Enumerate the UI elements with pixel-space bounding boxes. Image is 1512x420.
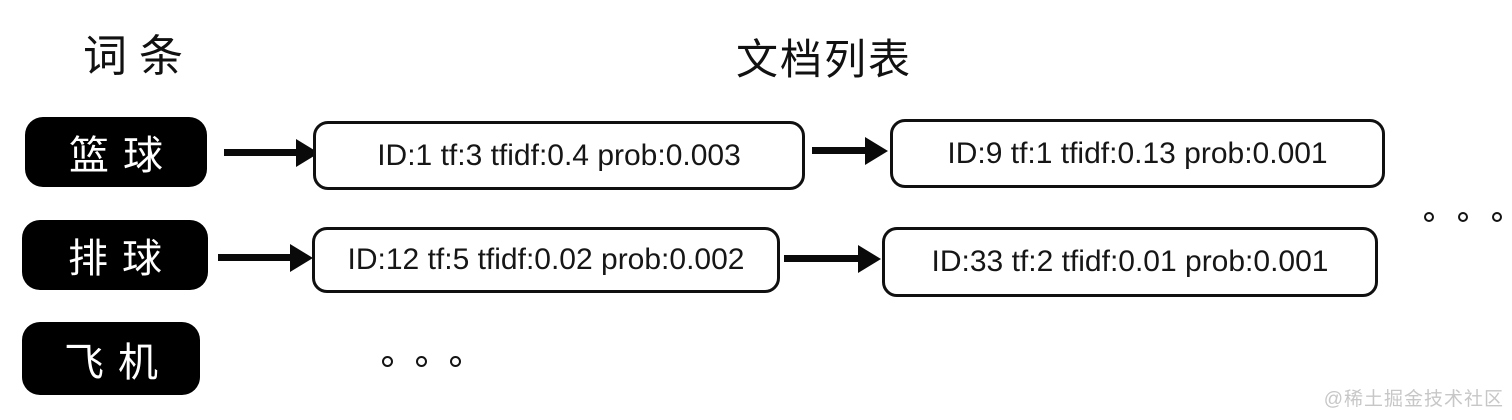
posting-node-row1-2: ID:9 tf:1 tfidf:0.13 prob:0.001: [890, 119, 1385, 188]
ellipsis-dot: [382, 356, 393, 367]
ellipsis-dot: [1492, 212, 1502, 222]
posting-node-row2-1: ID:12 tf:5 tfidf:0.02 prob:0.002: [312, 227, 780, 293]
doc-list-column-header: 文档列表: [736, 38, 913, 84]
posting-label: ID:9 tf:1 tfidf:0.13 prob:0.001: [947, 136, 1328, 170]
ellipsis-dot: [450, 356, 461, 367]
posting-label: ID:1 tf:3 tfidf:0.4 prob:0.003: [377, 138, 741, 172]
term-label: 排球: [68, 236, 176, 281]
posting-node-row2-2: ID:33 tf:2 tfidf:0.01 prob:0.001: [882, 227, 1378, 297]
ellipsis-row3: [382, 356, 461, 367]
posting-node-row1-1: ID:1 tf:3 tfidf:0.4 prob:0.003: [313, 121, 805, 190]
arrow-row2-posting1-to-posting2: [784, 244, 881, 273]
posting-label: ID:33 tf:2 tfidf:0.01 prob:0.001: [931, 245, 1329, 278]
watermark: @稀土掘金技术社区: [1323, 389, 1504, 410]
term-node-row3: 飞机: [22, 322, 200, 395]
term-label: 飞机: [64, 339, 172, 385]
arrow-row1-term-to-posting1: [224, 138, 319, 167]
posting-label: ID:12 tf:5 tfidf:0.02 prob:0.002: [347, 243, 745, 276]
ellipsis-dot: [1424, 212, 1434, 222]
arrow-row2-term-to-posting1: [218, 243, 313, 272]
term-node-row2: 排球: [22, 220, 208, 290]
arrow-row1-posting1-to-posting2: [812, 136, 888, 165]
ellipsis-row1: [1424, 212, 1502, 222]
terms-column-header: 词条: [83, 32, 195, 81]
term-label: 篮球: [69, 133, 177, 178]
ellipsis-dot: [1458, 212, 1468, 222]
term-node-row1: 篮球: [25, 117, 207, 187]
ellipsis-dot: [416, 356, 427, 367]
